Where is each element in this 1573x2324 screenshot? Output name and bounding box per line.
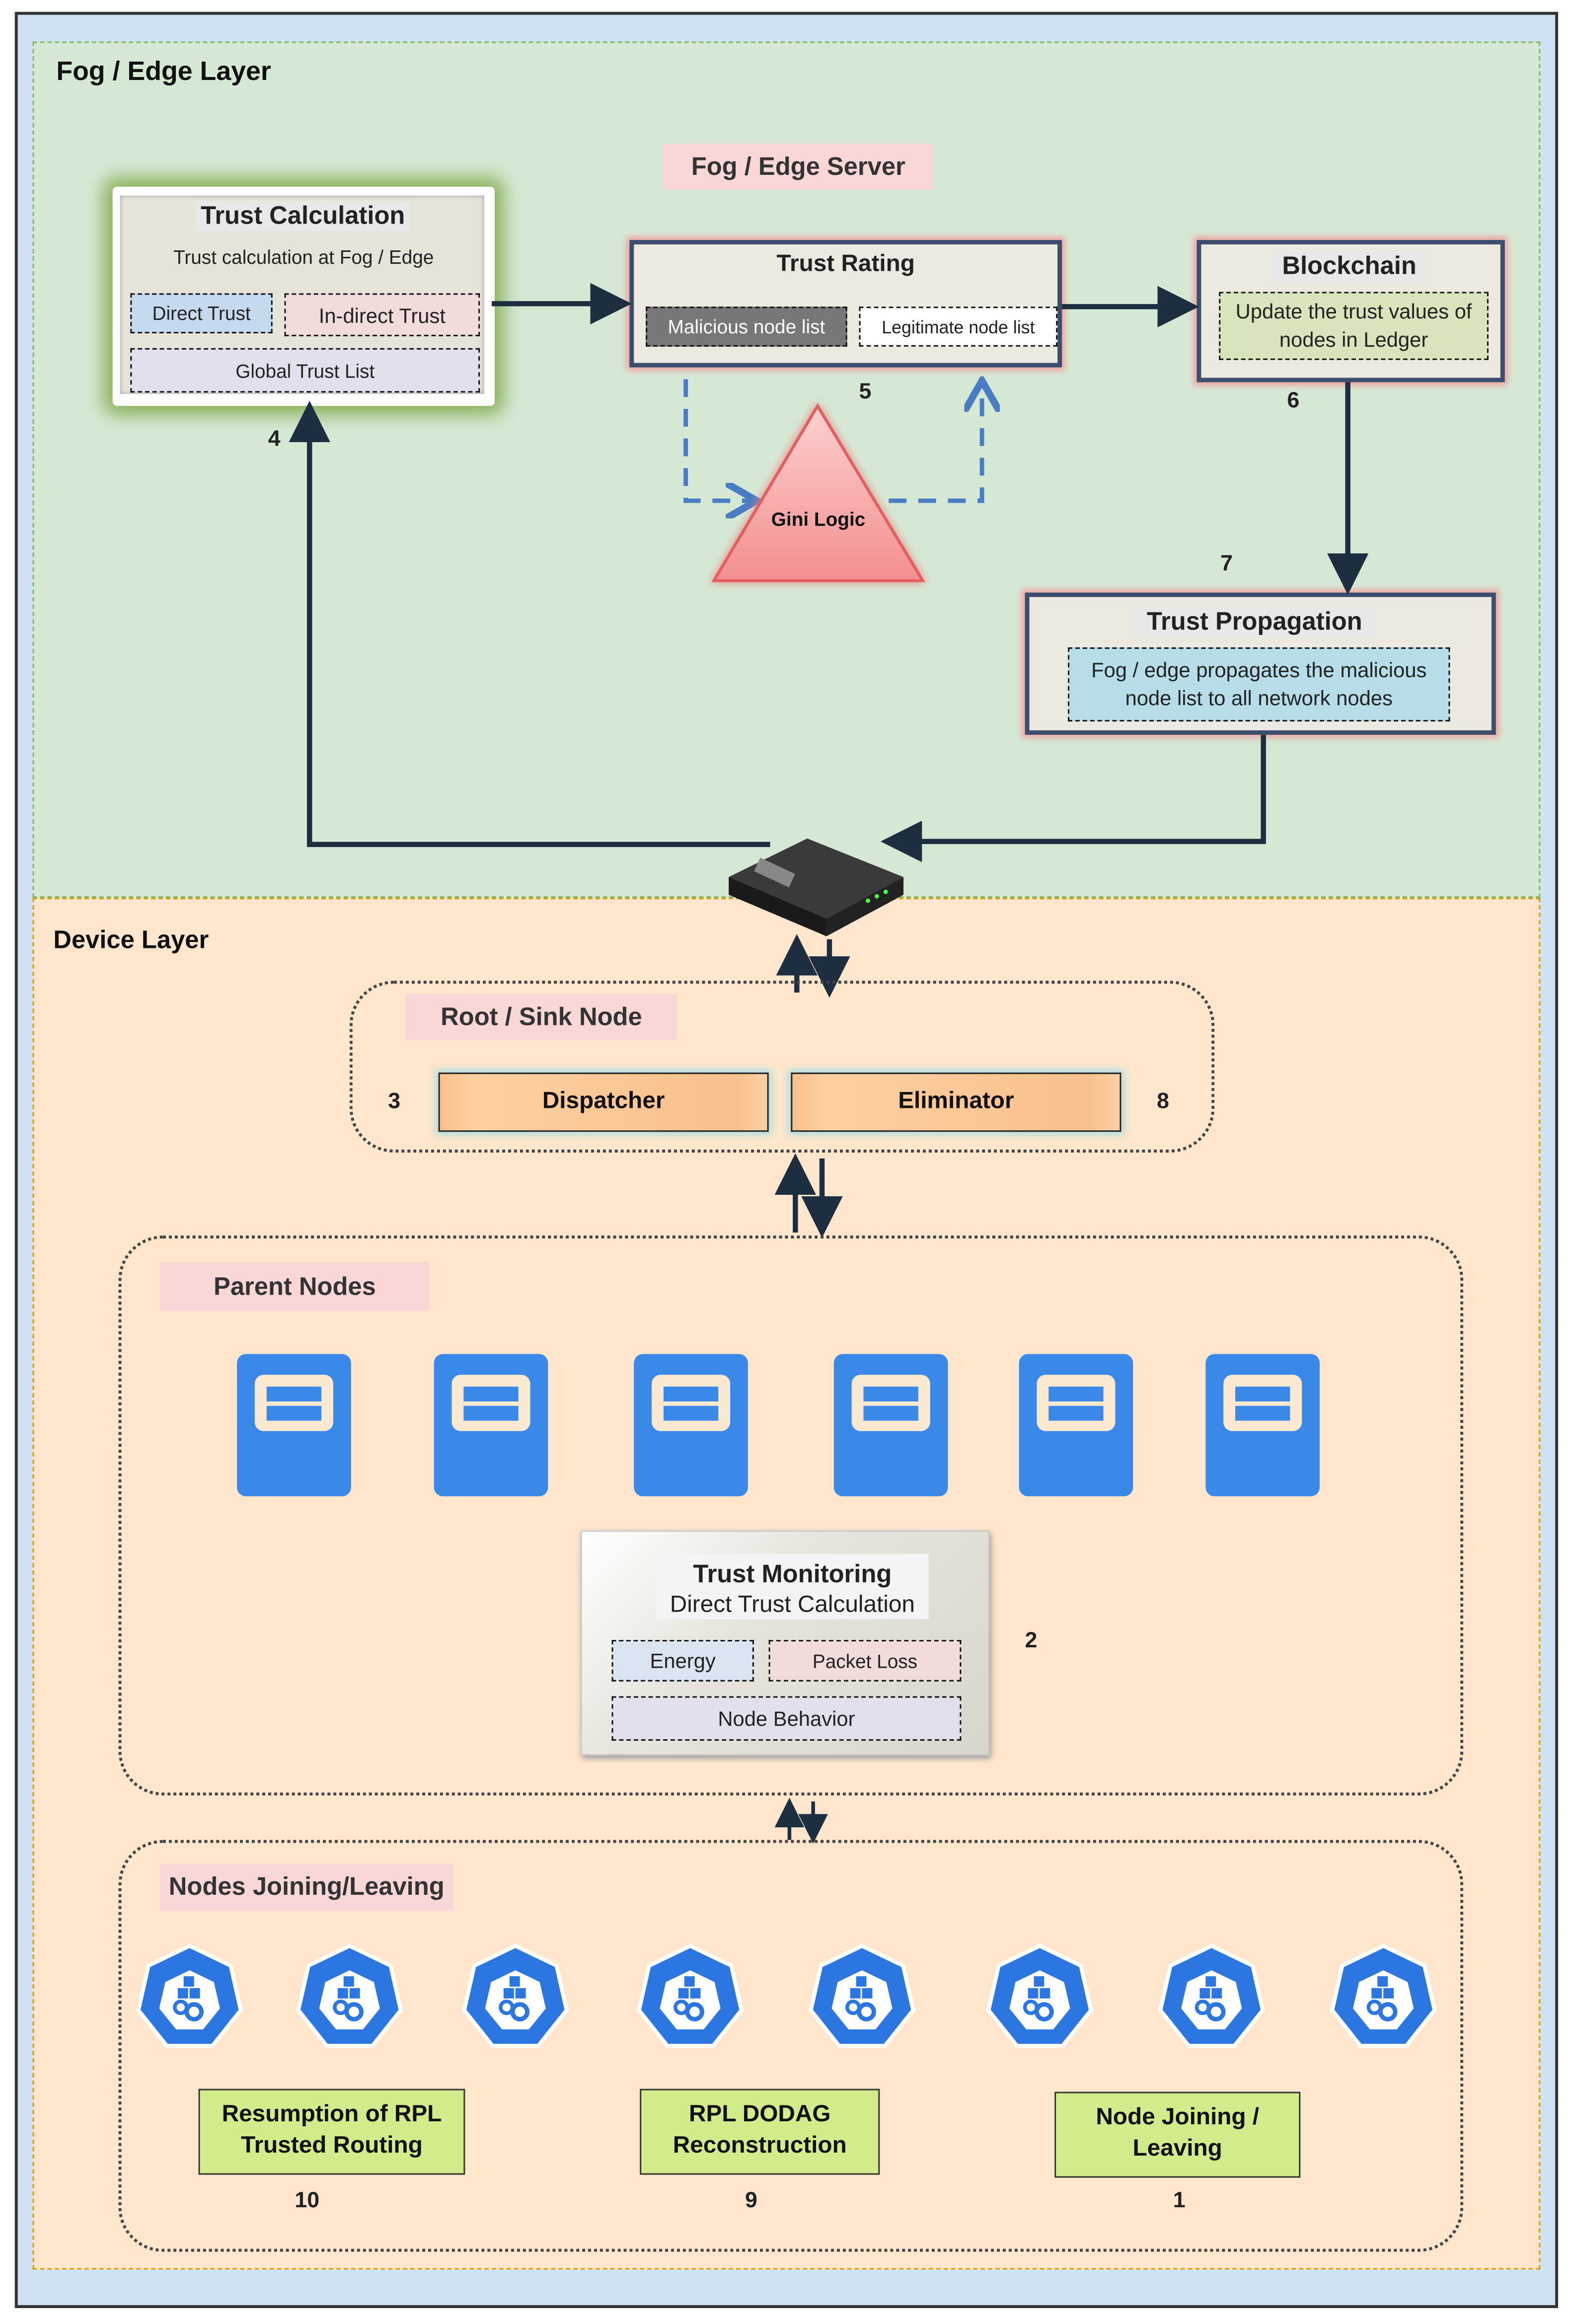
root-sink-cloud xyxy=(349,981,1215,1153)
step-10: 10 xyxy=(295,2188,320,2214)
nodes-joining-cloud xyxy=(118,1840,1464,2252)
dashed-arrow-to-gini xyxy=(683,379,752,501)
trust-rating-box: Trust Rating Malicious node list Legitim… xyxy=(629,240,1062,368)
step-2: 2 xyxy=(1025,1628,1038,1653)
gini-logic-label: Gini Logic xyxy=(771,508,866,531)
blockchain-title: Blockchain xyxy=(1272,251,1426,282)
trust-propagation-text: Fog / edge propagates the malicious node… xyxy=(1068,647,1450,722)
trust-calculation-subtitle: Trust calculation at Fog / Edge xyxy=(173,246,434,268)
arrow-propagation-to-router xyxy=(880,735,1266,862)
iot-node-icon xyxy=(1158,1943,1265,2048)
trust-calculation-title: Trust Calculation xyxy=(195,201,411,232)
trust-rating-title: Trust Rating xyxy=(776,251,915,277)
step-3: 3 xyxy=(388,1088,401,1114)
parent-node-server-icon xyxy=(1205,1354,1320,1496)
parent-nodes-label: Parent Nodes xyxy=(160,1262,430,1312)
malicious-node-list: Malicious node list xyxy=(646,307,847,347)
parent-node-server-icon xyxy=(434,1354,548,1496)
step-4: 4 xyxy=(268,426,281,452)
iot-node-icon xyxy=(1330,1943,1437,2048)
iot-node-icon xyxy=(136,1943,243,2048)
trust-monitoring-box: Trust Monitoring Direct Trust Calculatio… xyxy=(580,1530,989,1756)
step-resumption-rpl: Resumption of RPL Trusted Routing xyxy=(198,2089,465,2175)
trust-monitoring-subtitle: Direct Trust Calculation xyxy=(670,1592,915,1618)
step-6: 6 xyxy=(1287,388,1300,413)
energy: Energy xyxy=(611,1640,754,1682)
iot-node-icon xyxy=(808,1943,916,2048)
blockchain-box: Blockchain Update the trust values of no… xyxy=(1197,240,1505,383)
gini-logic-triangle xyxy=(711,403,926,582)
trust-calculation-box: Trust Calculation Trust calculation at F… xyxy=(112,186,495,406)
dashed-arrow-from-gini xyxy=(889,385,982,503)
iot-node-icon xyxy=(296,1943,403,2048)
step-1: 1 xyxy=(1173,2188,1186,2214)
step-7: 7 xyxy=(1220,551,1233,576)
iot-node-icon xyxy=(636,1943,744,2048)
step-8: 8 xyxy=(1156,1088,1169,1114)
blockchain-ledger-text: Update the trust values of nodes in Ledg… xyxy=(1219,292,1489,360)
fog-layer-title: Fog / Edge Layer xyxy=(56,56,271,86)
parent-node-server-icon xyxy=(634,1354,748,1496)
dispatcher: Dispatcher xyxy=(438,1072,769,1132)
arrow-router-to-calc xyxy=(289,400,770,847)
step-dodag-reconstruction: RPL DODAG Reconstruction xyxy=(640,2089,880,2175)
step-node-joining: Node Joining / Leaving xyxy=(1054,2092,1301,2178)
global-trust-list: Global Trust List xyxy=(130,348,480,393)
step-5: 5 xyxy=(859,379,872,405)
indirect-trust: In-direct Trust xyxy=(284,293,480,336)
packet-loss: Packet Loss xyxy=(768,1640,962,1682)
fog-server-label: Fog / Edge Server xyxy=(663,144,933,190)
iot-node-icon xyxy=(462,1943,569,2048)
trust-monitoring-title: Trust Monitoring xyxy=(693,1560,892,1588)
parent-node-server-icon xyxy=(833,1354,948,1496)
node-behavior: Node Behavior xyxy=(611,1696,962,1741)
step-9: 9 xyxy=(745,2188,757,2214)
nodes-joining-label: Nodes Joining/Leaving xyxy=(160,1863,453,1911)
parent-node-server-icon xyxy=(237,1354,351,1496)
eliminator: Eliminator xyxy=(791,1072,1122,1132)
root-sink-label: Root / Sink Node xyxy=(406,994,677,1040)
trust-propagation-title: Trust Propagation xyxy=(1133,607,1376,637)
direct-trust: Direct Trust xyxy=(130,293,273,333)
trust-propagation-box: Trust Propagation Fog / edge propagates … xyxy=(1025,592,1496,735)
parent-nodes-cloud xyxy=(118,1235,1464,1796)
device-layer-title: Device Layer xyxy=(53,926,209,954)
router-icon xyxy=(729,838,904,936)
legitimate-node-list: Legitimate node list xyxy=(859,307,1058,347)
iot-node-icon xyxy=(986,1943,1094,2048)
parent-node-server-icon xyxy=(1019,1354,1133,1496)
